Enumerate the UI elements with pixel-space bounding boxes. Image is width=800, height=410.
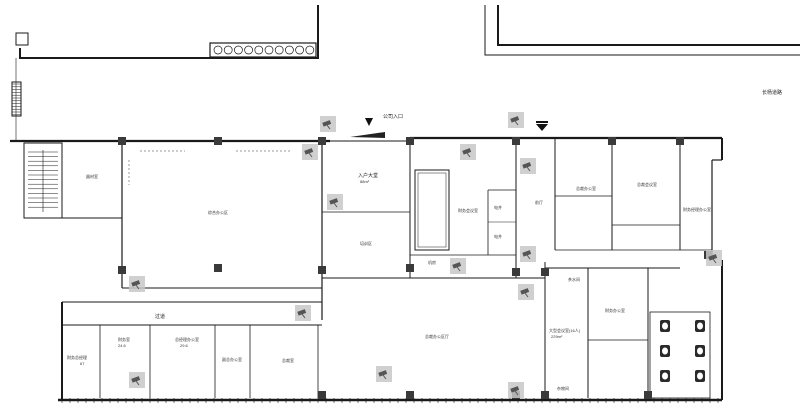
camera-icon <box>460 144 476 160</box>
camera-icon <box>508 382 524 398</box>
room-reception-area: 88m² <box>360 179 370 184</box>
outer-walls <box>10 136 723 400</box>
room-finance-office: 财务总经理 <box>67 354 87 360</box>
room-tea: 茶水间 <box>568 276 580 282</box>
room-power-2: 电井 <box>494 233 502 239</box>
dashed-guides <box>128 150 290 185</box>
planter-circle <box>305 45 315 55</box>
structural-pillar <box>512 137 520 145</box>
structural-pillar <box>318 391 326 399</box>
structural-pillar <box>214 137 222 145</box>
restroom-fixtures <box>649 311 711 399</box>
planter-circle <box>223 45 233 55</box>
room-small-office: 财务办公室 <box>605 307 625 313</box>
structural-pillar <box>541 268 549 276</box>
room-finance-area: 24.6 <box>118 343 127 348</box>
stairwell <box>23 142 63 219</box>
planter-circle <box>285 45 294 55</box>
room-open-office: 综合办公区 <box>208 209 228 215</box>
planter-circle <box>254 45 264 55</box>
camera-icon <box>327 194 343 210</box>
camera-icon <box>129 372 145 388</box>
structural-pillar <box>676 137 684 145</box>
camera-icon <box>295 305 311 321</box>
street-label: 长杨道路 <box>762 89 782 96</box>
room-training: 培训区 <box>360 240 372 246</box>
security-cameras <box>129 112 722 398</box>
camera-icon <box>520 246 536 262</box>
structural-pillar <box>118 266 126 274</box>
room-director-area: 29.6 <box>180 343 189 348</box>
room-deputy: 副总办公室 <box>222 356 242 362</box>
room-meeting-left: 财务会议室 <box>458 207 478 213</box>
structural-pillar <box>318 137 326 145</box>
room-director: 总经理办公室 <box>175 336 199 342</box>
camera-icon <box>129 276 145 292</box>
entrance-marker <box>350 118 548 138</box>
entrance-label: 公司入口 <box>383 114 403 120</box>
room-store: 杂物间 <box>557 385 569 391</box>
camera-icon <box>320 116 336 132</box>
elevator-box <box>414 169 450 251</box>
room-admin: 总裁室 <box>282 357 294 363</box>
structural-pillar <box>118 137 126 145</box>
planter-circle <box>274 45 284 55</box>
structural-pillar <box>608 137 616 145</box>
pillars <box>118 137 712 399</box>
room-big-meeting-area: 229m² <box>551 334 563 339</box>
camera-icon <box>706 250 722 266</box>
room-big-meeting: 大型会议室(16人) <box>549 327 581 333</box>
top-building-outline <box>15 5 800 59</box>
structural-pillar <box>318 266 326 274</box>
room-ceo-meeting: 总裁会议室 <box>637 181 657 187</box>
room-labels: 长杨道路 公司入口 器材室 综合办公区 入户大堂 88m² 培训区 财务会议室 … <box>67 89 782 391</box>
planter-circle <box>234 45 243 55</box>
room-main-hall: 总裁办公区厅 <box>425 333 449 339</box>
room-reception: 入户大堂 <box>358 172 378 179</box>
left-entrance <box>11 58 22 140</box>
camera-icon <box>520 158 536 174</box>
corridor-label: 过道 <box>155 313 165 320</box>
structural-pillar <box>406 264 414 272</box>
room-power-1: 电井 <box>494 204 502 210</box>
planter-circle <box>244 45 253 55</box>
camera-icon <box>450 258 466 274</box>
room-machine: 机房 <box>428 259 436 265</box>
planter <box>209 42 317 58</box>
camera-icon <box>302 144 318 160</box>
structural-pillar <box>541 391 549 399</box>
room-right-office: 财务经理办公室 <box>683 206 711 212</box>
structural-pillar <box>406 137 414 145</box>
structural-pillar <box>512 268 520 276</box>
planter-circle <box>264 45 274 55</box>
room-lobby: 前厅 <box>535 199 543 205</box>
room-ceo-office: 总裁办公室 <box>576 185 596 191</box>
camera-icon <box>518 284 534 300</box>
planter-circle <box>213 45 223 55</box>
planter-circle <box>295 45 304 55</box>
bottom-wall <box>58 398 722 403</box>
room-finance: 财务室 <box>118 336 130 342</box>
structural-pillar <box>644 391 652 399</box>
camera-icon <box>508 112 524 128</box>
gate-box <box>15 32 29 46</box>
room-finance-office-area: 67 <box>80 361 85 366</box>
structural-pillar <box>406 391 414 399</box>
camera-icon <box>376 366 392 382</box>
structural-pillar <box>214 264 222 272</box>
room-storage: 器材室 <box>86 173 98 179</box>
